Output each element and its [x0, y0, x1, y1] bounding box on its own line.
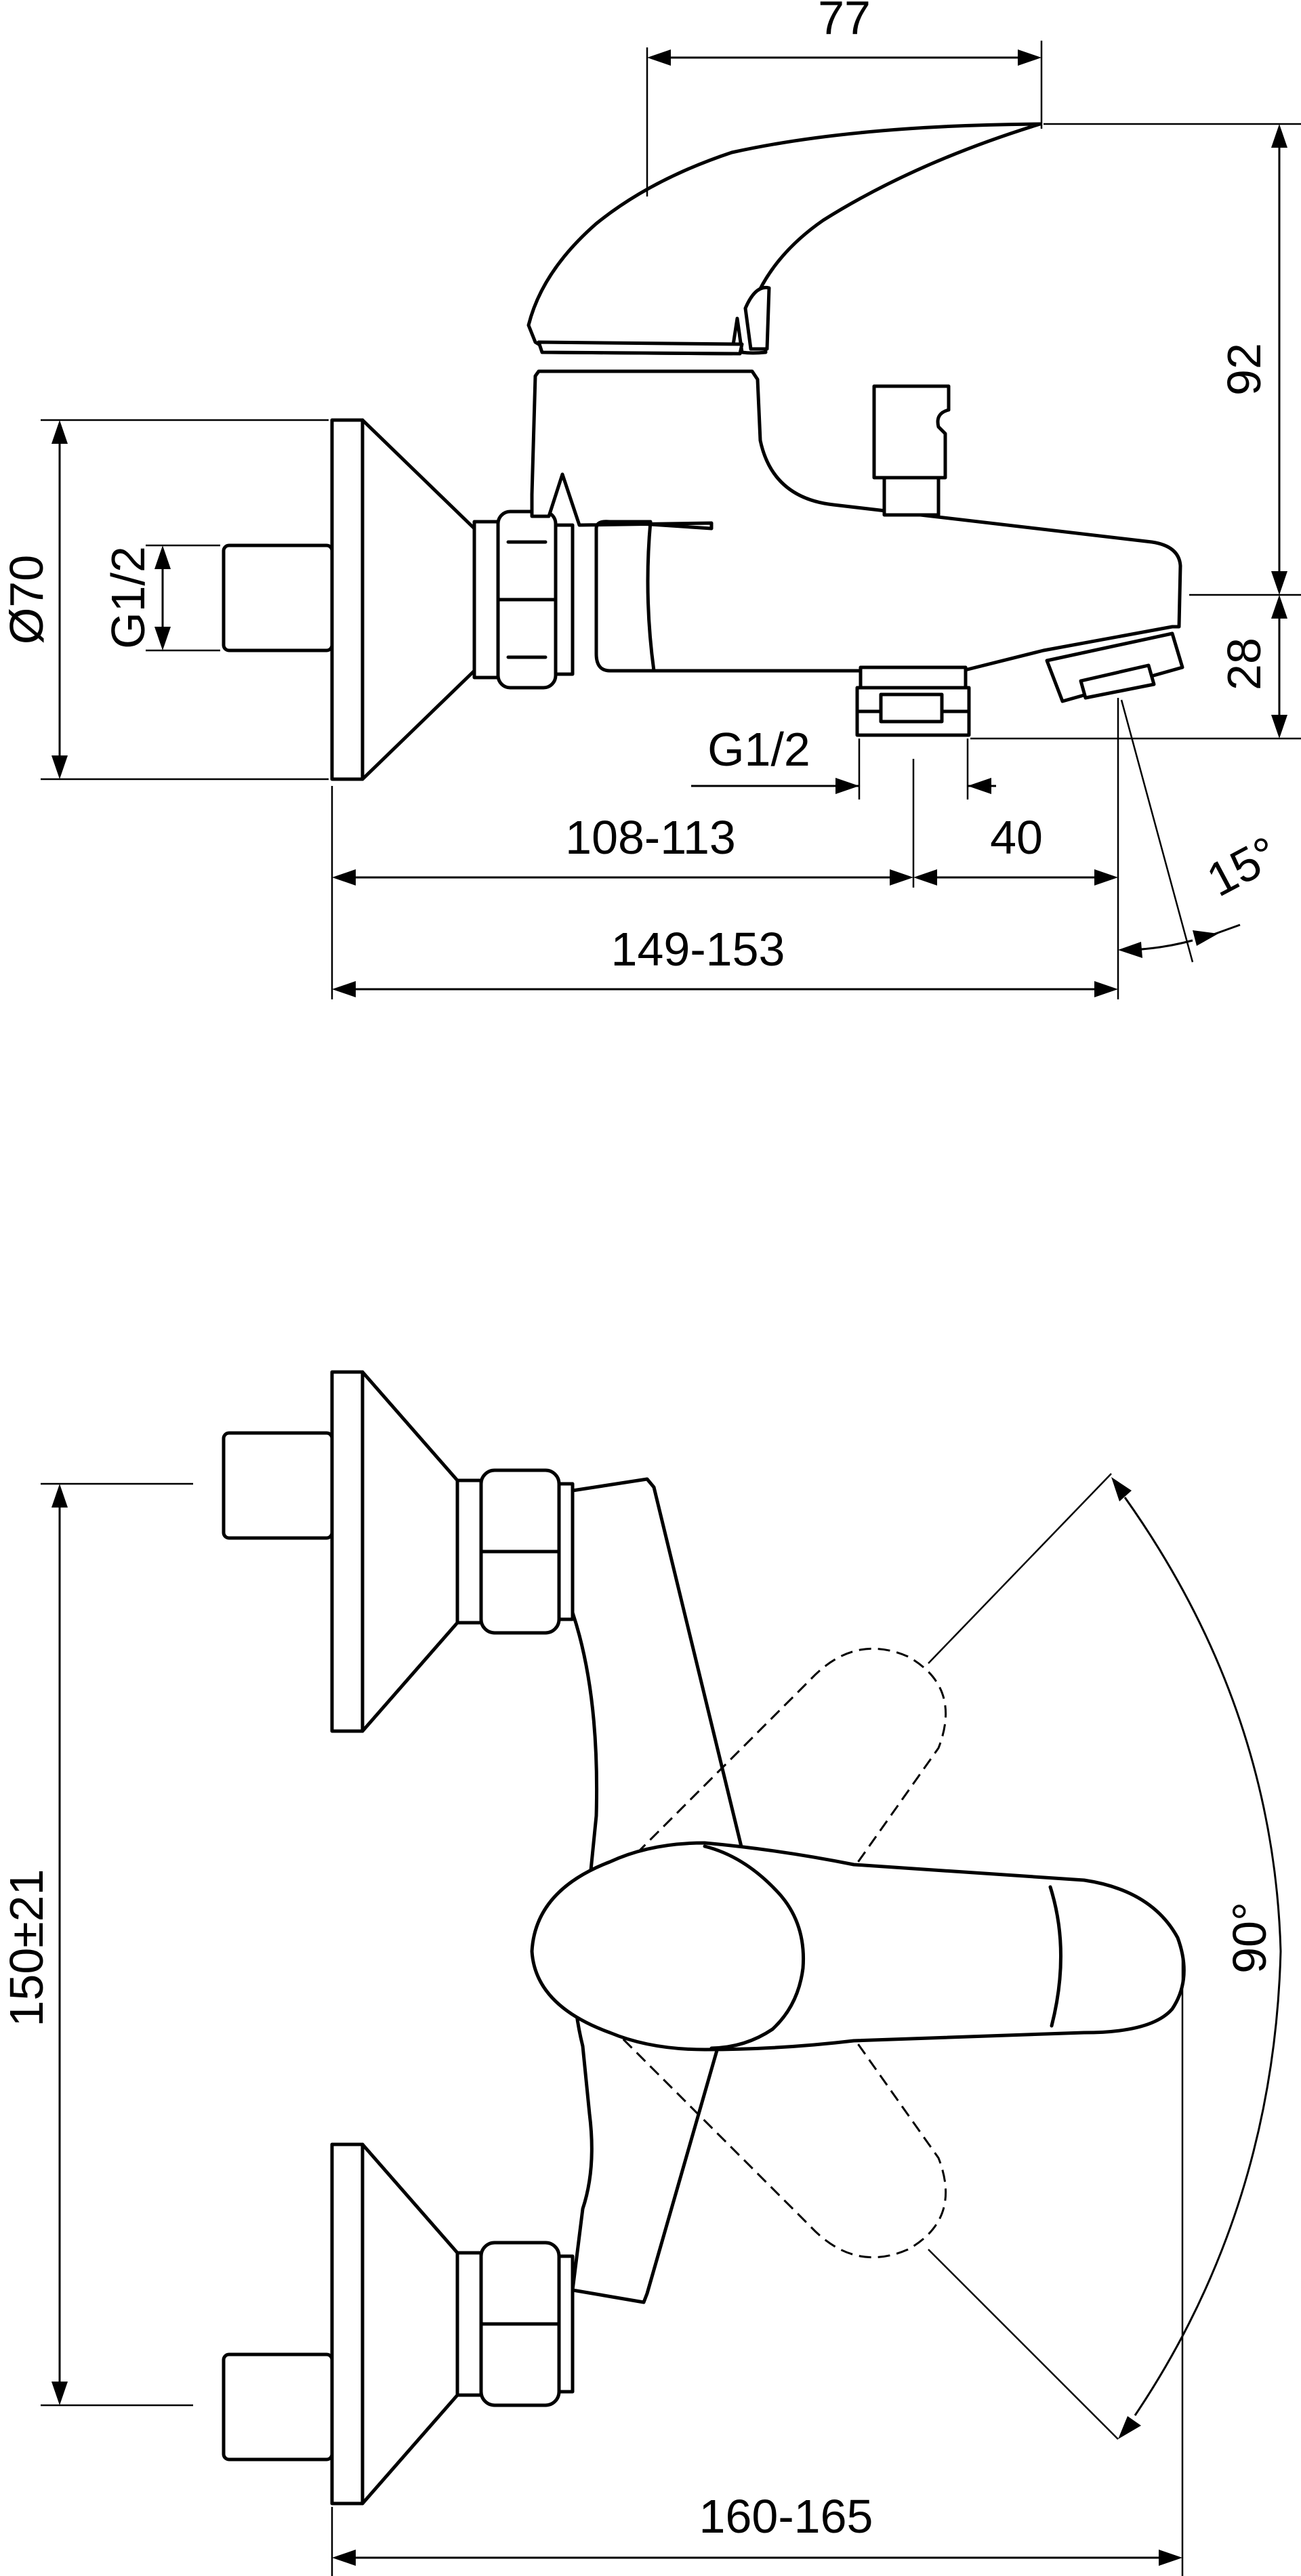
- top-lower-inlet-stub: [222, 2352, 334, 2461]
- dim-total-width-label: 160-165: [699, 2490, 873, 2543]
- top-upper-inlet-stub: [222, 1431, 334, 1540]
- dim-total-width: 160-165: [331, 1951, 1184, 2576]
- dim-flange-diameter-label: Ø70: [0, 555, 53, 644]
- side-bottom-outlet: [855, 665, 971, 737]
- side-mixer-body: [530, 369, 1182, 673]
- dim-height-bottom-label: 28: [1218, 638, 1271, 690]
- top-upper-nut: [455, 1468, 575, 1635]
- dim-handle-reach-label: 77: [818, 0, 871, 44]
- dim-total-projection-label: 149-153: [611, 923, 785, 976]
- top-lever-dashed-positions: [608, 1647, 947, 2259]
- dim-outlet-thread: G1/2: [691, 723, 996, 888]
- dim-lever-rotation-label: 90°: [1223, 1902, 1276, 1974]
- side-lever-handle: [526, 122, 1042, 356]
- dim-spout-angle-label: 15°: [1199, 827, 1287, 907]
- dim-inlet-thread: G1/2: [102, 544, 220, 652]
- top-lever-handle: [530, 1841, 1186, 2052]
- dim-handle-reach: 77: [646, 0, 1043, 196]
- side-diverter-button: [872, 384, 951, 517]
- top-lower-nut: [455, 2241, 575, 2407]
- dim-projection-row1: 108-113 40: [331, 698, 1119, 999]
- dim-inlet-thread-label: G1/2: [102, 546, 154, 649]
- dim-inlet-spacing: 150±21: [0, 1482, 193, 2407]
- top-view: 150±21 160-165 90°: [0, 1370, 1282, 2576]
- side-inlet-stub: [222, 543, 334, 652]
- top-lower-flange: [330, 2142, 459, 2506]
- dim-outlet-thread-label: G1/2: [707, 723, 810, 776]
- dim-wall-to-outlet-label: 108-113: [565, 811, 736, 864]
- top-upper-flange: [330, 1370, 459, 1733]
- dim-inlet-spacing-label: 150±21: [0, 1869, 53, 2027]
- side-view: 77 92 28 Ø70: [0, 0, 1301, 999]
- side-spout-nozzle: [1045, 631, 1184, 703]
- dim-outlet-to-spout-label: 40: [990, 811, 1043, 864]
- dim-lever-rotation: 90°: [928, 1473, 1282, 2440]
- dim-flange-diameter: Ø70: [0, 419, 329, 781]
- dim-height-top-label: 92: [1218, 343, 1271, 396]
- side-connection-nut: [472, 510, 575, 690]
- side-wall-flange: [330, 418, 476, 781]
- dim-heights: 92 28: [970, 123, 1301, 740]
